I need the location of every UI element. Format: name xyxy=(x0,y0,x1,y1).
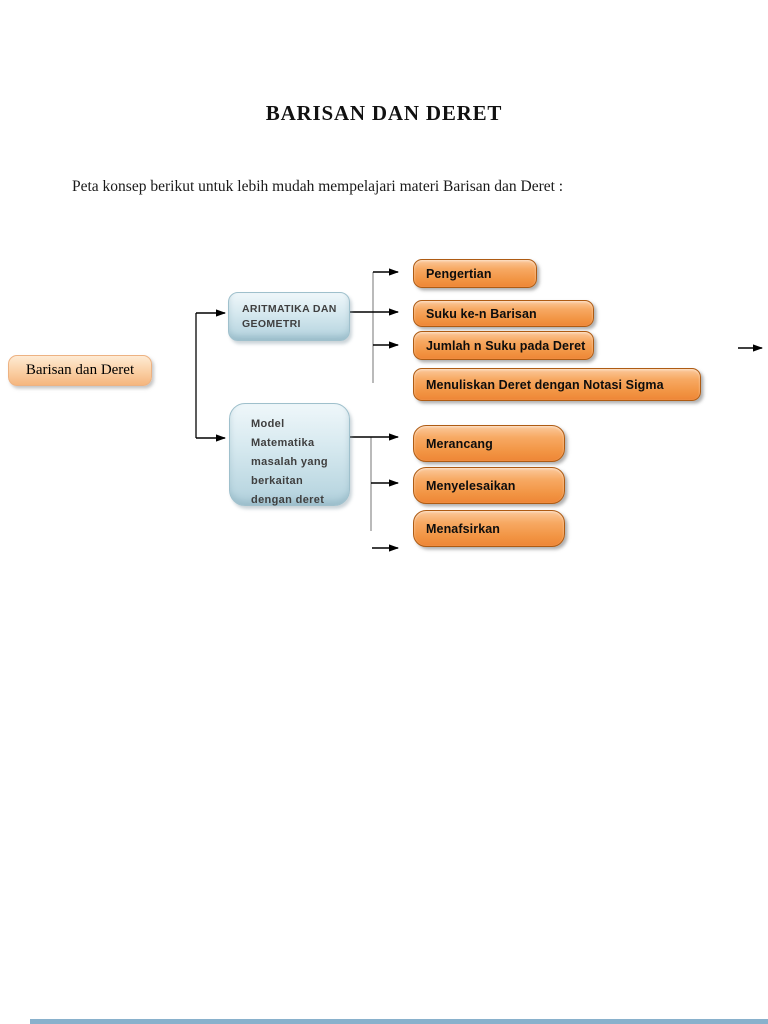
page-title: BARISAN DAN DERET xyxy=(265,101,503,125)
node-label: Pengertian xyxy=(426,266,492,281)
node-label: Barisan dan Deret xyxy=(25,362,135,378)
node-label: Merancang xyxy=(426,436,493,451)
bottom-page-divider xyxy=(30,1019,768,1024)
node-menuliskan-deret-notasi-sigma: Menuliskan Deret dengan Notasi Sigma xyxy=(413,368,701,401)
intro-text: Peta konsep berikut untuk lebih mudah me… xyxy=(72,178,564,195)
node-label: Menafsirkan xyxy=(426,521,501,536)
node-suku-ke-n-barisan: Suku ke-n Barisan xyxy=(413,300,594,327)
node-model-matematika: Model Matematika masalah yang berkaitan … xyxy=(229,403,350,506)
node-merancang: Merancang xyxy=(413,425,565,462)
node-barisan-dan-deret: Barisan dan Deret xyxy=(8,355,152,386)
node-label: Menyelesaikan xyxy=(426,478,516,493)
node-label: Jumlah n Suku pada Deret xyxy=(426,338,586,353)
node-label: Menuliskan Deret dengan Notasi Sigma xyxy=(426,377,664,392)
node-menafsirkan: Menafsirkan xyxy=(413,510,565,547)
node-label: Suku ke-n Barisan xyxy=(426,306,537,321)
node-aritmatika-dan-geometri: ARITMATIKA DAN GEOMETRI xyxy=(228,292,350,341)
node-pengertian: Pengertian xyxy=(413,259,537,288)
node-jumlah-n-suku-pada-deret: Jumlah n Suku pada Deret xyxy=(413,331,594,360)
node-menyelesaikan: Menyelesaikan xyxy=(413,467,565,504)
